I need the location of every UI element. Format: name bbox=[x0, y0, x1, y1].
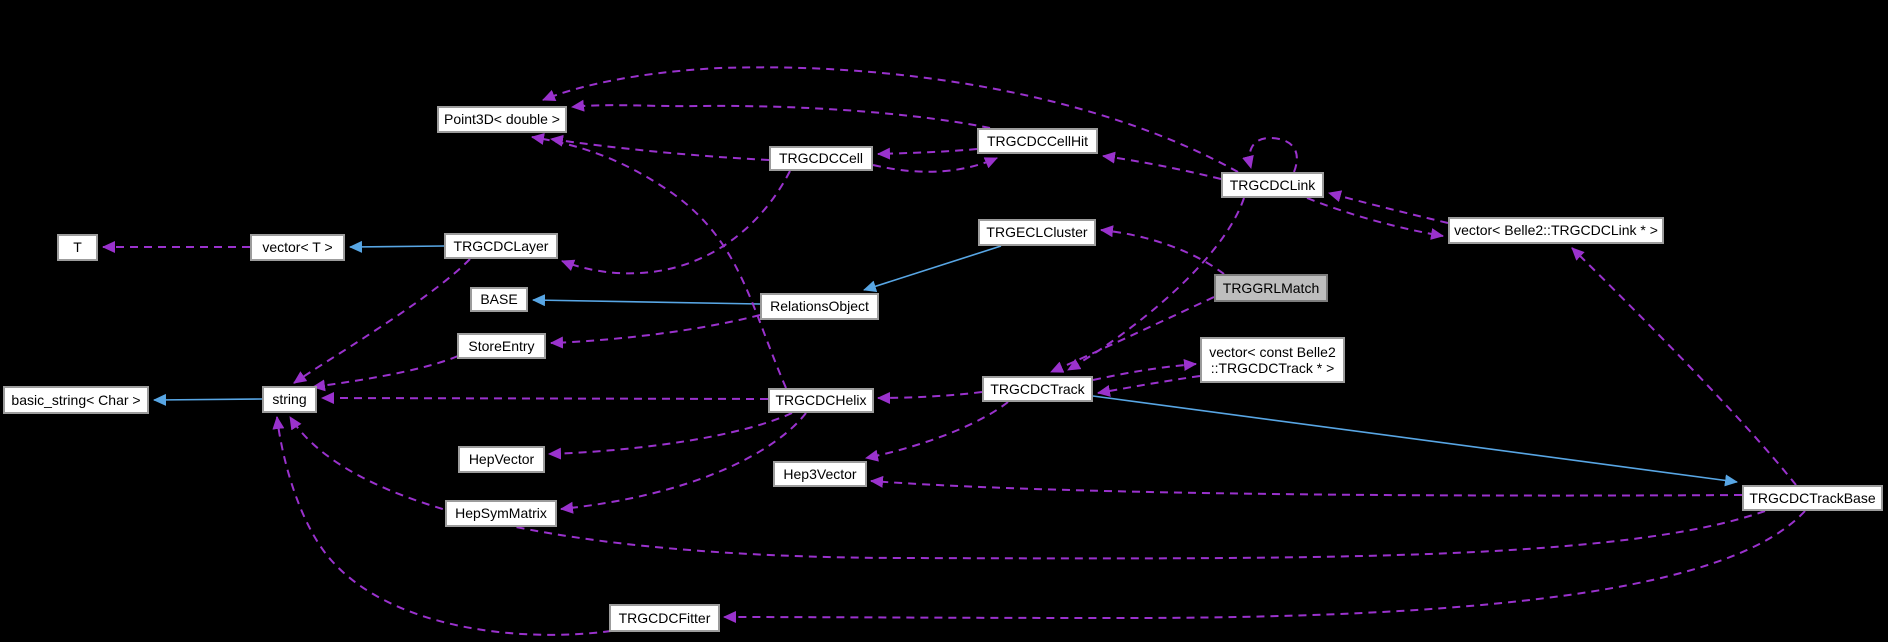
node-vect[interactable]: vector< T > bbox=[250, 234, 345, 261]
edge-string-to-basicstring bbox=[153, 393, 263, 406]
node-cellhit[interactable]: TRGCDCCellHit bbox=[977, 128, 1098, 154]
node-fitter[interactable]: TRGCDCFitter bbox=[609, 604, 720, 632]
node-track[interactable]: TRGCDCTrack bbox=[982, 376, 1093, 402]
node-layer[interactable]: TRGCDCLayer bbox=[444, 233, 558, 259]
edge-relobj-to-base bbox=[532, 294, 761, 307]
node-vectrack[interactable]: vector< const Belle2 ::TRGCDCTrack * > bbox=[1200, 337, 1345, 383]
edge-track-to-trackbase bbox=[1092, 395, 1738, 487]
node-helix[interactable]: TRGCDCHelix bbox=[768, 388, 874, 413]
node-grl[interactable]: TRGGRLMatch bbox=[1214, 274, 1328, 302]
edge-veclink-to-link bbox=[1328, 190, 1449, 224]
edge-track-to-helix bbox=[877, 391, 983, 404]
edge-cell-to-cellhit bbox=[872, 157, 998, 173]
edge-helix-to-hepsymmatrix bbox=[560, 412, 807, 514]
node-ecl[interactable]: TRGECLCluster bbox=[978, 219, 1096, 246]
edge-trackbase-to-hep3vector bbox=[870, 475, 1743, 497]
edge-track-to-hep3vector bbox=[865, 401, 1009, 462]
edge-ecl-to-relobj bbox=[863, 245, 1002, 293]
node-veclink[interactable]: vector< Belle2::TRGCDCLink * > bbox=[1448, 217, 1664, 244]
edge-helix-to-point3d bbox=[531, 133, 787, 389]
edge-trackbase-to-veclink bbox=[1571, 247, 1797, 486]
edge-grl-to-ecl bbox=[1100, 225, 1225, 275]
edge-helix-to-string bbox=[321, 392, 769, 405]
edge-layer-to-vect bbox=[349, 240, 445, 253]
edge-grl-to-track bbox=[1050, 296, 1215, 373]
node-hep3vector[interactable]: Hep3Vector bbox=[773, 461, 867, 487]
edge-cellhit-to-cell bbox=[877, 147, 978, 160]
node-basicstring[interactable]: basic_string< Char > bbox=[3, 386, 149, 414]
edge-vectrack-to-track bbox=[1097, 375, 1201, 397]
edge-link-to-point3d bbox=[542, 66, 1239, 173]
node-link[interactable]: TRGCDCLink bbox=[1221, 172, 1324, 198]
edge-cellhit-to-point3d bbox=[571, 99, 991, 129]
edge-layer-to-string bbox=[293, 258, 471, 384]
node-base[interactable]: BASE bbox=[470, 287, 528, 312]
node-cell[interactable]: TRGCDCCell bbox=[769, 146, 873, 171]
edge-store-to-string bbox=[312, 355, 459, 392]
node-trackbase[interactable]: TRGCDCTrackBase bbox=[1742, 485, 1883, 511]
node-t[interactable]: T bbox=[57, 234, 98, 261]
node-hepvector[interactable]: HepVector bbox=[458, 446, 545, 473]
edge-relobj-to-store bbox=[550, 314, 761, 349]
edge-cell-to-layer bbox=[561, 170, 791, 275]
edge-trackbase-to-fitter bbox=[723, 510, 1806, 624]
edge-track-to-vectrack bbox=[1092, 359, 1197, 381]
node-point3d[interactable]: Point3D< double > bbox=[437, 106, 567, 133]
edge-helix-to-hepvector bbox=[548, 412, 793, 460]
edge-link-to-veclink bbox=[1306, 197, 1444, 240]
edge-cell-to-point3d bbox=[550, 134, 770, 161]
edge-link-to-link bbox=[1242, 136, 1298, 173]
node-string[interactable]: string bbox=[262, 386, 317, 413]
edge-fitter-to-string bbox=[272, 416, 612, 636]
edge-trackbase-to-string bbox=[289, 416, 1766, 560]
node-store[interactable]: StoreEntry bbox=[457, 333, 546, 359]
node-relobj[interactable]: RelationsObject bbox=[760, 293, 879, 320]
node-hepsymmatrix[interactable]: HepSymMatrix bbox=[445, 500, 557, 527]
edge-link-to-cellhit bbox=[1102, 151, 1222, 180]
